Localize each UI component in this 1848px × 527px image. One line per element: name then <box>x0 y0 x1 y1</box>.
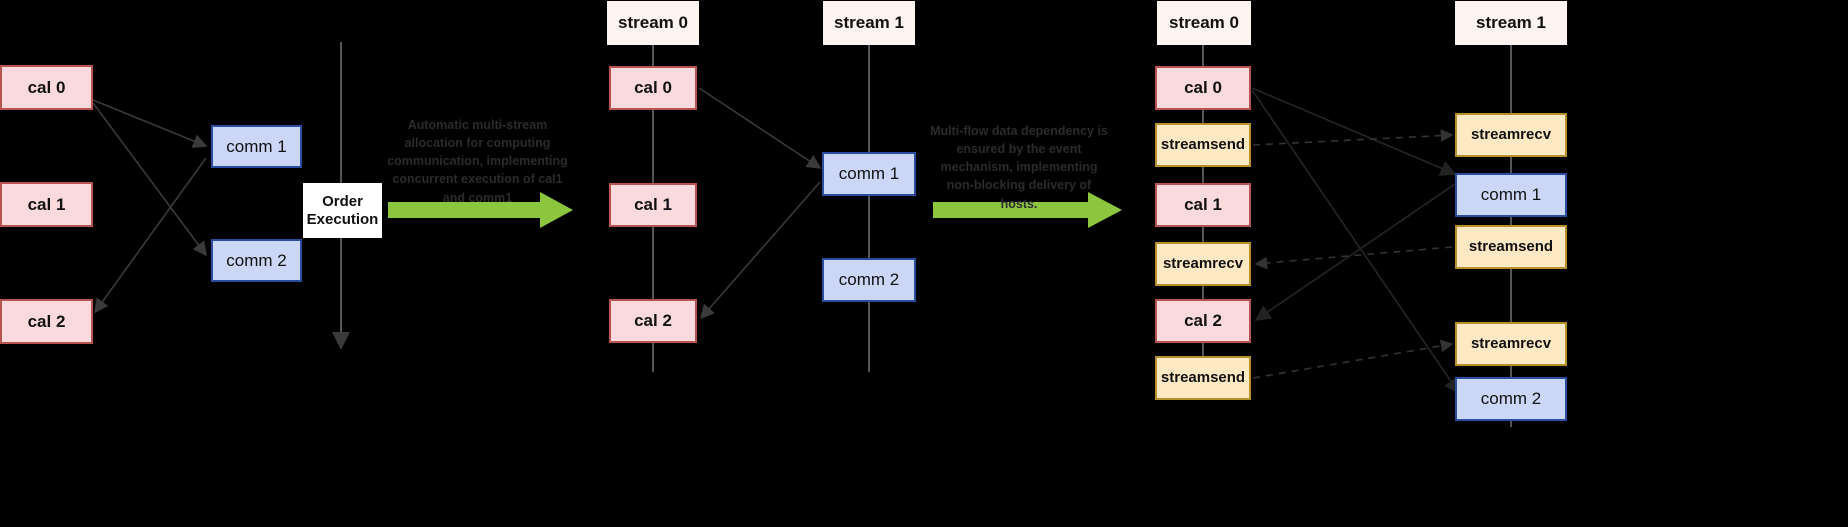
transition-note-1: Automatic multi-stream allocation for co… <box>383 116 572 207</box>
node-label: comm 2 <box>1480 389 1542 409</box>
node-cal-0[interactable]: cal 0 <box>0 65 93 110</box>
stream-label: stream 1 <box>1476 13 1546 33</box>
node-label: comm 1 <box>838 164 900 184</box>
node-label: cal 0 <box>27 77 66 97</box>
node-label: streamsend <box>1160 369 1246 387</box>
node-label: streamsend <box>1468 238 1554 256</box>
panel1-edges <box>92 99 208 314</box>
panel3-event-edges <box>1252 129 1454 379</box>
order-line-1: Order <box>322 193 363 211</box>
stream-label: stream 1 <box>834 13 904 33</box>
node-label: streamrecv <box>1162 255 1244 273</box>
p3-s1-streamrecv-1[interactable]: streamrecv <box>1455 113 1567 157</box>
p3-s1-comm-2[interactable]: comm 2 <box>1455 377 1567 421</box>
transition-note-2: Multi-flow data dependency is ensured by… <box>930 122 1108 213</box>
node-label: cal 1 <box>27 194 66 214</box>
node-comm-1[interactable]: comm 1 <box>211 125 302 168</box>
p2-node-cal-1[interactable]: cal 1 <box>609 183 697 227</box>
note-text: Multi-flow data dependency is ensured by… <box>930 124 1108 211</box>
p3-s0-cal-1[interactable]: cal 1 <box>1155 183 1251 227</box>
p3-s0-streamsend-2[interactable]: streamsend <box>1155 356 1251 400</box>
node-label: streamsend <box>1160 136 1246 154</box>
node-label: cal 0 <box>1184 78 1222 98</box>
stream-label: stream 0 <box>1169 13 1239 33</box>
p3-s0-streamrecv-1[interactable]: streamrecv <box>1155 242 1251 286</box>
stream-header-1-panel2: stream 1 <box>823 1 915 45</box>
node-label: cal 2 <box>27 311 66 331</box>
p2-node-cal-0[interactable]: cal 0 <box>609 66 697 110</box>
node-label: comm 1 <box>1480 185 1542 205</box>
order-execution-box: Order Execution <box>303 183 382 238</box>
p2-node-comm-2[interactable]: comm 2 <box>822 258 916 302</box>
order-line-2: Execution <box>306 210 379 228</box>
stream-header-1-panel3: stream 1 <box>1455 1 1567 45</box>
p3-s0-streamsend-1[interactable]: streamsend <box>1155 123 1251 167</box>
stream-header-0-panel3: stream 0 <box>1157 1 1251 45</box>
node-label: comm 1 <box>226 136 287 156</box>
p3-s1-streamrecv-2[interactable]: streamrecv <box>1455 322 1567 366</box>
node-label: streamrecv <box>1470 126 1552 144</box>
node-label: cal 1 <box>634 195 672 215</box>
node-label: cal 1 <box>1184 195 1222 215</box>
node-label: comm 2 <box>838 270 900 290</box>
node-label: cal 0 <box>634 78 672 98</box>
panel2-edges <box>698 87 822 320</box>
node-label: cal 2 <box>1184 311 1222 331</box>
p3-s0-cal-0[interactable]: cal 0 <box>1155 66 1251 110</box>
p2-node-comm-1[interactable]: comm 1 <box>822 152 916 196</box>
panel3-data-edges <box>1251 87 1461 395</box>
p3-s1-comm-1[interactable]: comm 1 <box>1455 173 1567 217</box>
p3-s1-streamsend-1[interactable]: streamsend <box>1455 225 1567 269</box>
node-cal-2[interactable]: cal 2 <box>0 299 93 344</box>
node-label: streamrecv <box>1470 335 1552 353</box>
node-label: cal 2 <box>634 311 672 331</box>
stream-label: stream 0 <box>618 13 688 33</box>
node-comm-2[interactable]: comm 2 <box>211 239 302 282</box>
node-cal-1[interactable]: cal 1 <box>0 182 93 227</box>
p2-node-cal-2[interactable]: cal 2 <box>609 299 697 343</box>
p3-s0-cal-2[interactable]: cal 2 <box>1155 299 1251 343</box>
stream-header-0-panel2: stream 0 <box>607 1 699 45</box>
note-text: Automatic multi-stream allocation for co… <box>387 118 568 205</box>
node-label: comm 2 <box>226 250 287 270</box>
